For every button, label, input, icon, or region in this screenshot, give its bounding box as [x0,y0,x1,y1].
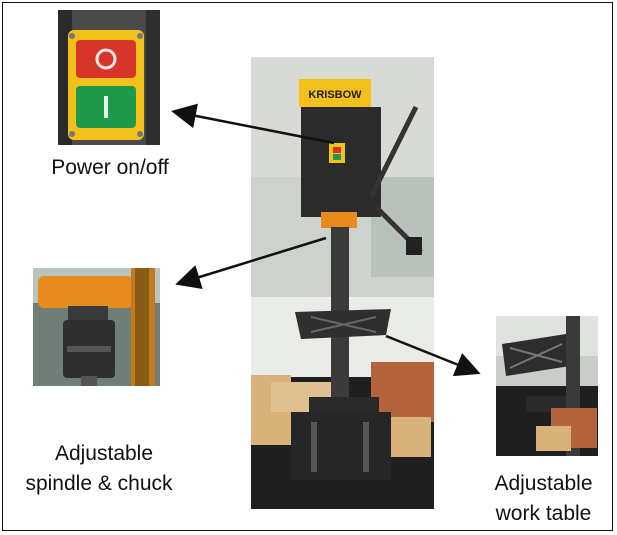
spindle-label-line1: Adjustable [54,442,154,465]
drill-press-photo: KRISBOW [251,57,434,509]
work-table-label-line1: Adjustable [494,472,593,495]
brand-logo-text: KRISBOW [308,89,362,101]
work-table-label-line2: work table [495,502,592,525]
spindle-chuck-photo [33,268,160,386]
power-label: Power on/off [51,156,169,179]
work-table-photo [496,316,598,456]
power-switch-photo [58,10,160,145]
spindle-label-line2: spindle & chuck [25,472,173,495]
